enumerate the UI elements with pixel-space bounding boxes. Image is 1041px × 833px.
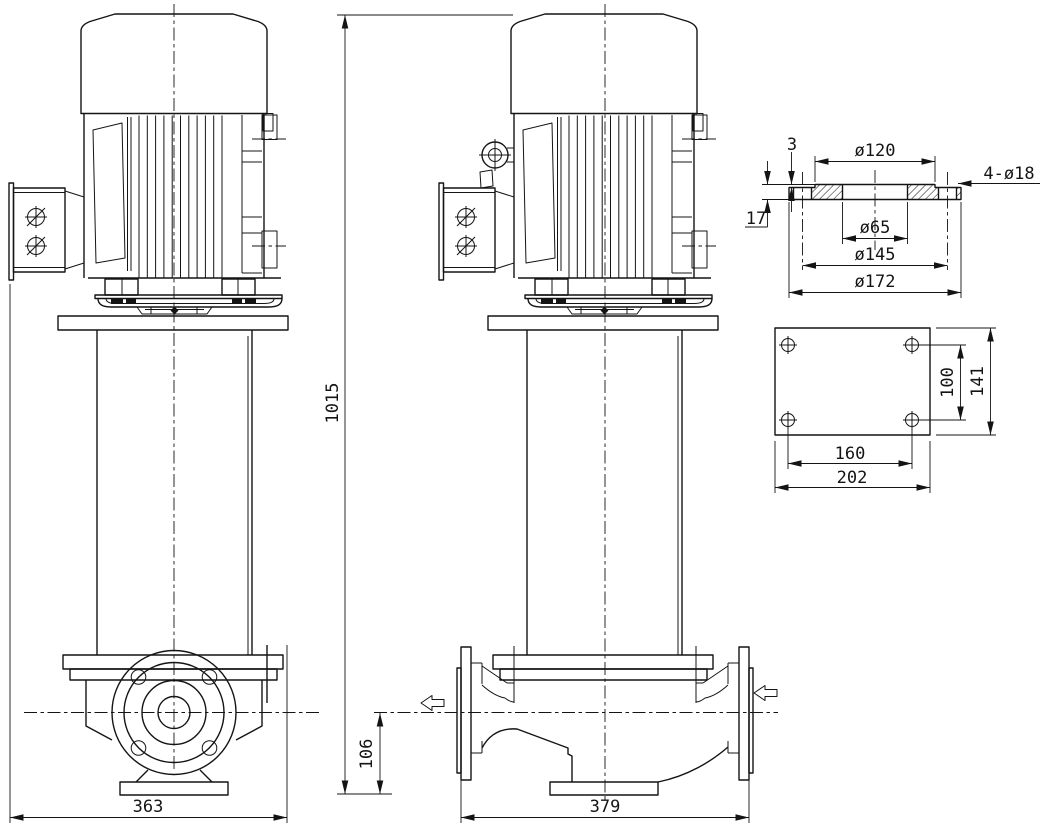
dim-flange-bolt-circle-dia: ø145 [802, 245, 948, 269]
dim-label-flange-outer-dia: ø172 [855, 272, 896, 292]
base-plate-detail-view: 100 141 160 202 [774, 327, 996, 493]
flow-arrow-icon-right [753, 685, 778, 701]
dim-flange-bolt-holes: 4-ø18 [958, 164, 1040, 187]
dim-label-port-center-height: 106 [357, 739, 377, 770]
dim-label-overall-height: 1015 [323, 383, 343, 424]
dim-label-flange-step: 3 [787, 135, 797, 155]
dim-side-width: 379 [460, 758, 750, 823]
volute-front-face [85, 645, 268, 796]
base-plate-outline [774, 327, 931, 436]
volute-side-section [456, 646, 754, 796]
dim-port-center-height: 106 [357, 713, 384, 794]
dim-label-flange-bolt-holes: 4-ø18 [983, 164, 1034, 184]
front-view: 363 [8, 4, 322, 823]
side-view: 1015 106 379 [323, 4, 778, 823]
dim-flange-bore-dia: ø65 [842, 202, 908, 244]
dim-label-flange-bolt-circle-dia: ø145 [855, 245, 896, 265]
dim-label-flange-raised-face-dia: ø120 [855, 141, 896, 161]
dim-base-hole-pitch-y: 100 [919, 344, 966, 421]
dim-label-flange-thickness: 17 [746, 209, 766, 229]
base-plate-holes [779, 336, 921, 429]
dim-base-width: 202 [774, 441, 931, 493]
flange-detail-view: ø120 4-ø18 3 17 ø65 ø145 [745, 135, 1040, 298]
dim-label-base-depth: 141 [968, 366, 988, 397]
dim-label-side-width: 379 [590, 797, 621, 817]
dim-label-flange-bore-dia: ø65 [860, 218, 891, 238]
dim-flange-thickness: 17 [745, 161, 815, 229]
suction-flange-outer-circle [111, 649, 237, 776]
lifting-eye [479, 139, 514, 189]
dim-label-front-width: 363 [133, 797, 164, 817]
dim-base-depth: 141 [936, 327, 996, 436]
suction-bore-circle [157, 695, 191, 730]
dim-label-base-hole-pitch-x: 160 [835, 444, 866, 464]
dim-flange-raised-face-dia: ø120 [814, 141, 936, 182]
dim-front-width: 363 [9, 284, 288, 823]
flow-arrow-icon-left [420, 695, 445, 711]
dim-label-base-width: 202 [837, 468, 868, 488]
dim-base-hole-pitch-x: 160 [787, 428, 913, 469]
dim-flange-outer-dia: ø172 [788, 202, 962, 298]
dim-label-base-hole-pitch-y: 100 [938, 367, 958, 398]
dim-flange-step: 3 [787, 135, 797, 212]
dim-overall-height: 1015 [323, 14, 513, 795]
